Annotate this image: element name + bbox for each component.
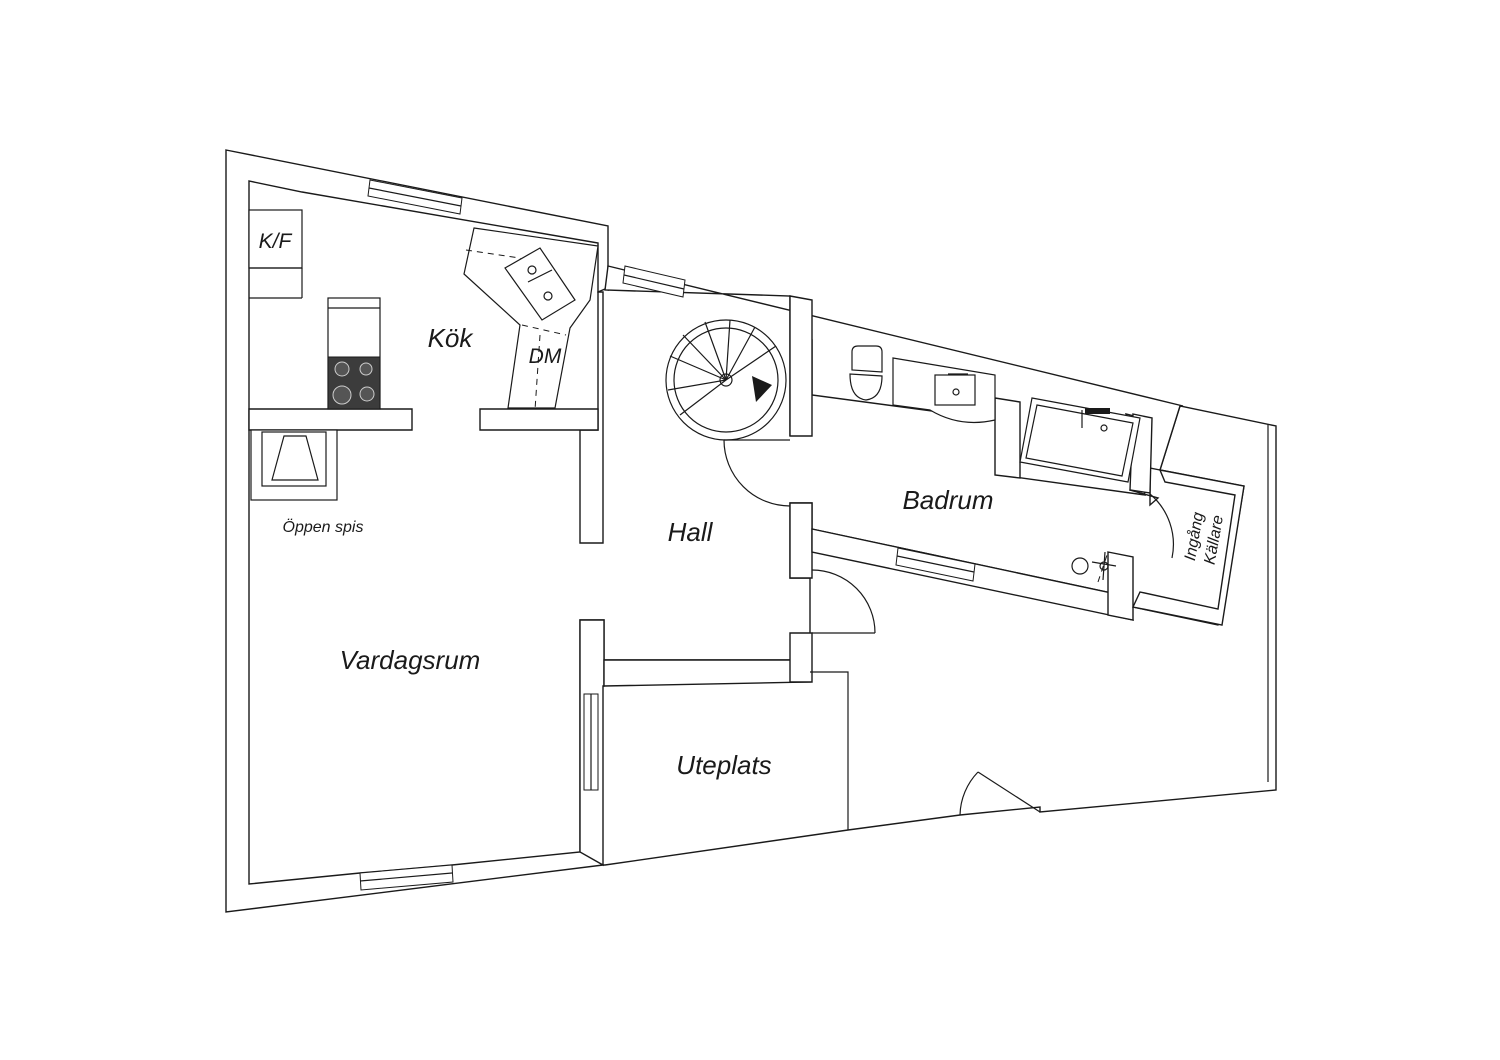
wall-hall-east-lower: [789, 502, 813, 579]
door-hall-entry: [811, 569, 876, 634]
wall-kitchen-living-right: [479, 408, 599, 431]
window-living-south: [359, 864, 454, 891]
wall-hall-patio: [603, 659, 811, 687]
outer-wall-west-block: [225, 149, 1277, 913]
wall-bath-partition-1: [994, 397, 1021, 479]
room-label-hall: Hall: [668, 517, 714, 547]
kitchen-sink: [504, 247, 576, 321]
wall-hall-east-upper: [789, 295, 813, 437]
dishwasher-label: DM: [529, 345, 562, 368]
stove: [327, 356, 381, 410]
room-label-patio: Uteplats: [676, 750, 771, 780]
door-yard: [959, 771, 1041, 816]
wall-bath-partition-3: [1107, 551, 1134, 621]
window-kitchen-north: [367, 179, 463, 215]
door-cellar: [1149, 493, 1175, 559]
toilet: [849, 345, 883, 401]
door-hall-bath: [723, 439, 791, 507]
shower: [1071, 551, 1117, 583]
bathroom-sink: [892, 357, 996, 424]
spiral-staircase: [665, 319, 787, 441]
wall-kitchen-living-left: [248, 408, 413, 431]
room-label-kitchen: Kök: [428, 323, 475, 353]
wall-hall-east-bottom: [789, 632, 813, 683]
room-label-living-room: Vardagsrum: [340, 645, 481, 675]
window-bathroom-south: [895, 547, 976, 582]
fireplace-label: Öppen spis: [283, 518, 364, 536]
window-living-east: [583, 693, 599, 791]
cellar-entrance-wall: [1131, 469, 1245, 626]
patio-wall: [810, 671, 849, 830]
fridge-freezer-label: K/F: [259, 230, 293, 253]
fireplace: [250, 429, 338, 501]
fridge-freezer: [248, 209, 303, 299]
bathtub: [1019, 397, 1141, 483]
stair-direction-arrow-icon: [752, 376, 772, 402]
window-hall-north: [622, 265, 686, 298]
room-label-bathroom: Badrum: [902, 485, 993, 515]
